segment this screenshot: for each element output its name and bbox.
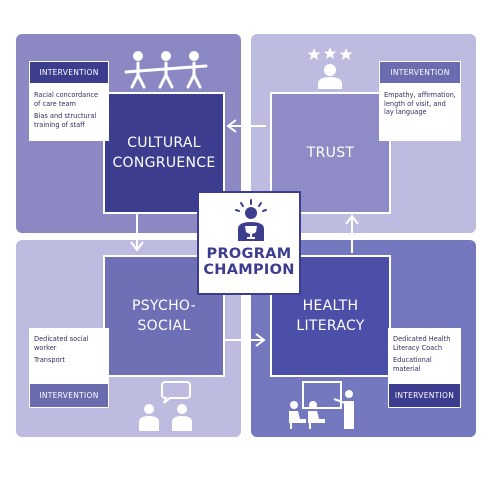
literacy-intervention-box: Dedicated Health Literacy Coach Educatio… <box>388 328 461 408</box>
program-champion-title: PROGRAM CHAMPION <box>203 246 295 278</box>
arrow-literacy-to-trust <box>345 214 359 253</box>
arrow-cultural-to-psycho <box>130 213 144 252</box>
trust-intervention-box: INTERVENTION Empathy, affirmation, lengt… <box>379 61 461 141</box>
trust-title: TRUST <box>306 145 355 161</box>
literacy-intervention-item: Dedicated Health Literacy Coach <box>393 335 451 352</box>
group-of-people-icon <box>124 51 208 89</box>
cultural-congruence-title: CULTURAL CONGRUENCE <box>112 135 216 171</box>
two-people-talking-icon <box>139 381 192 431</box>
person-with-stars-icon <box>307 47 353 89</box>
psycho-social-title: PSYCHO- SOCIAL <box>132 298 196 334</box>
psycho-intervention-box: Dedicated social worker Transport INTERV… <box>29 328 109 408</box>
psycho-intervention-item: Transport <box>34 356 65 365</box>
health-literacy-title: HEALTH LITERACY <box>296 298 365 334</box>
cultural-intervention-box: INTERVENTION Racial concordance of care … <box>29 61 109 141</box>
arrow-trust-to-cultural <box>226 119 266 133</box>
classroom-presentation-icon <box>289 381 354 429</box>
literacy-intervention-item: Educational material <box>393 356 432 373</box>
cultural-intervention-label: INTERVENTION <box>29 61 109 84</box>
cultural-intervention-item: Bias and structural training of staff <box>34 112 97 129</box>
psycho-social-box: PSYCHO- SOCIAL <box>103 255 225 377</box>
literacy-intervention-label: INTERVENTION <box>388 383 461 408</box>
champion-person-with-trophy-icon <box>235 199 267 241</box>
psycho-intervention-label: INTERVENTION <box>29 383 109 408</box>
program-champion-box: PROGRAM CHAMPION <box>197 191 301 295</box>
psycho-intervention-item: Dedicated social worker <box>34 335 89 352</box>
cultural-intervention-item: Racial concordance of care team <box>34 91 99 108</box>
arrow-psycho-to-literacy <box>225 333 266 347</box>
trust-intervention-item: Empathy, affirmation, length of visit, a… <box>384 91 456 117</box>
trust-intervention-label: INTERVENTION <box>379 61 461 84</box>
